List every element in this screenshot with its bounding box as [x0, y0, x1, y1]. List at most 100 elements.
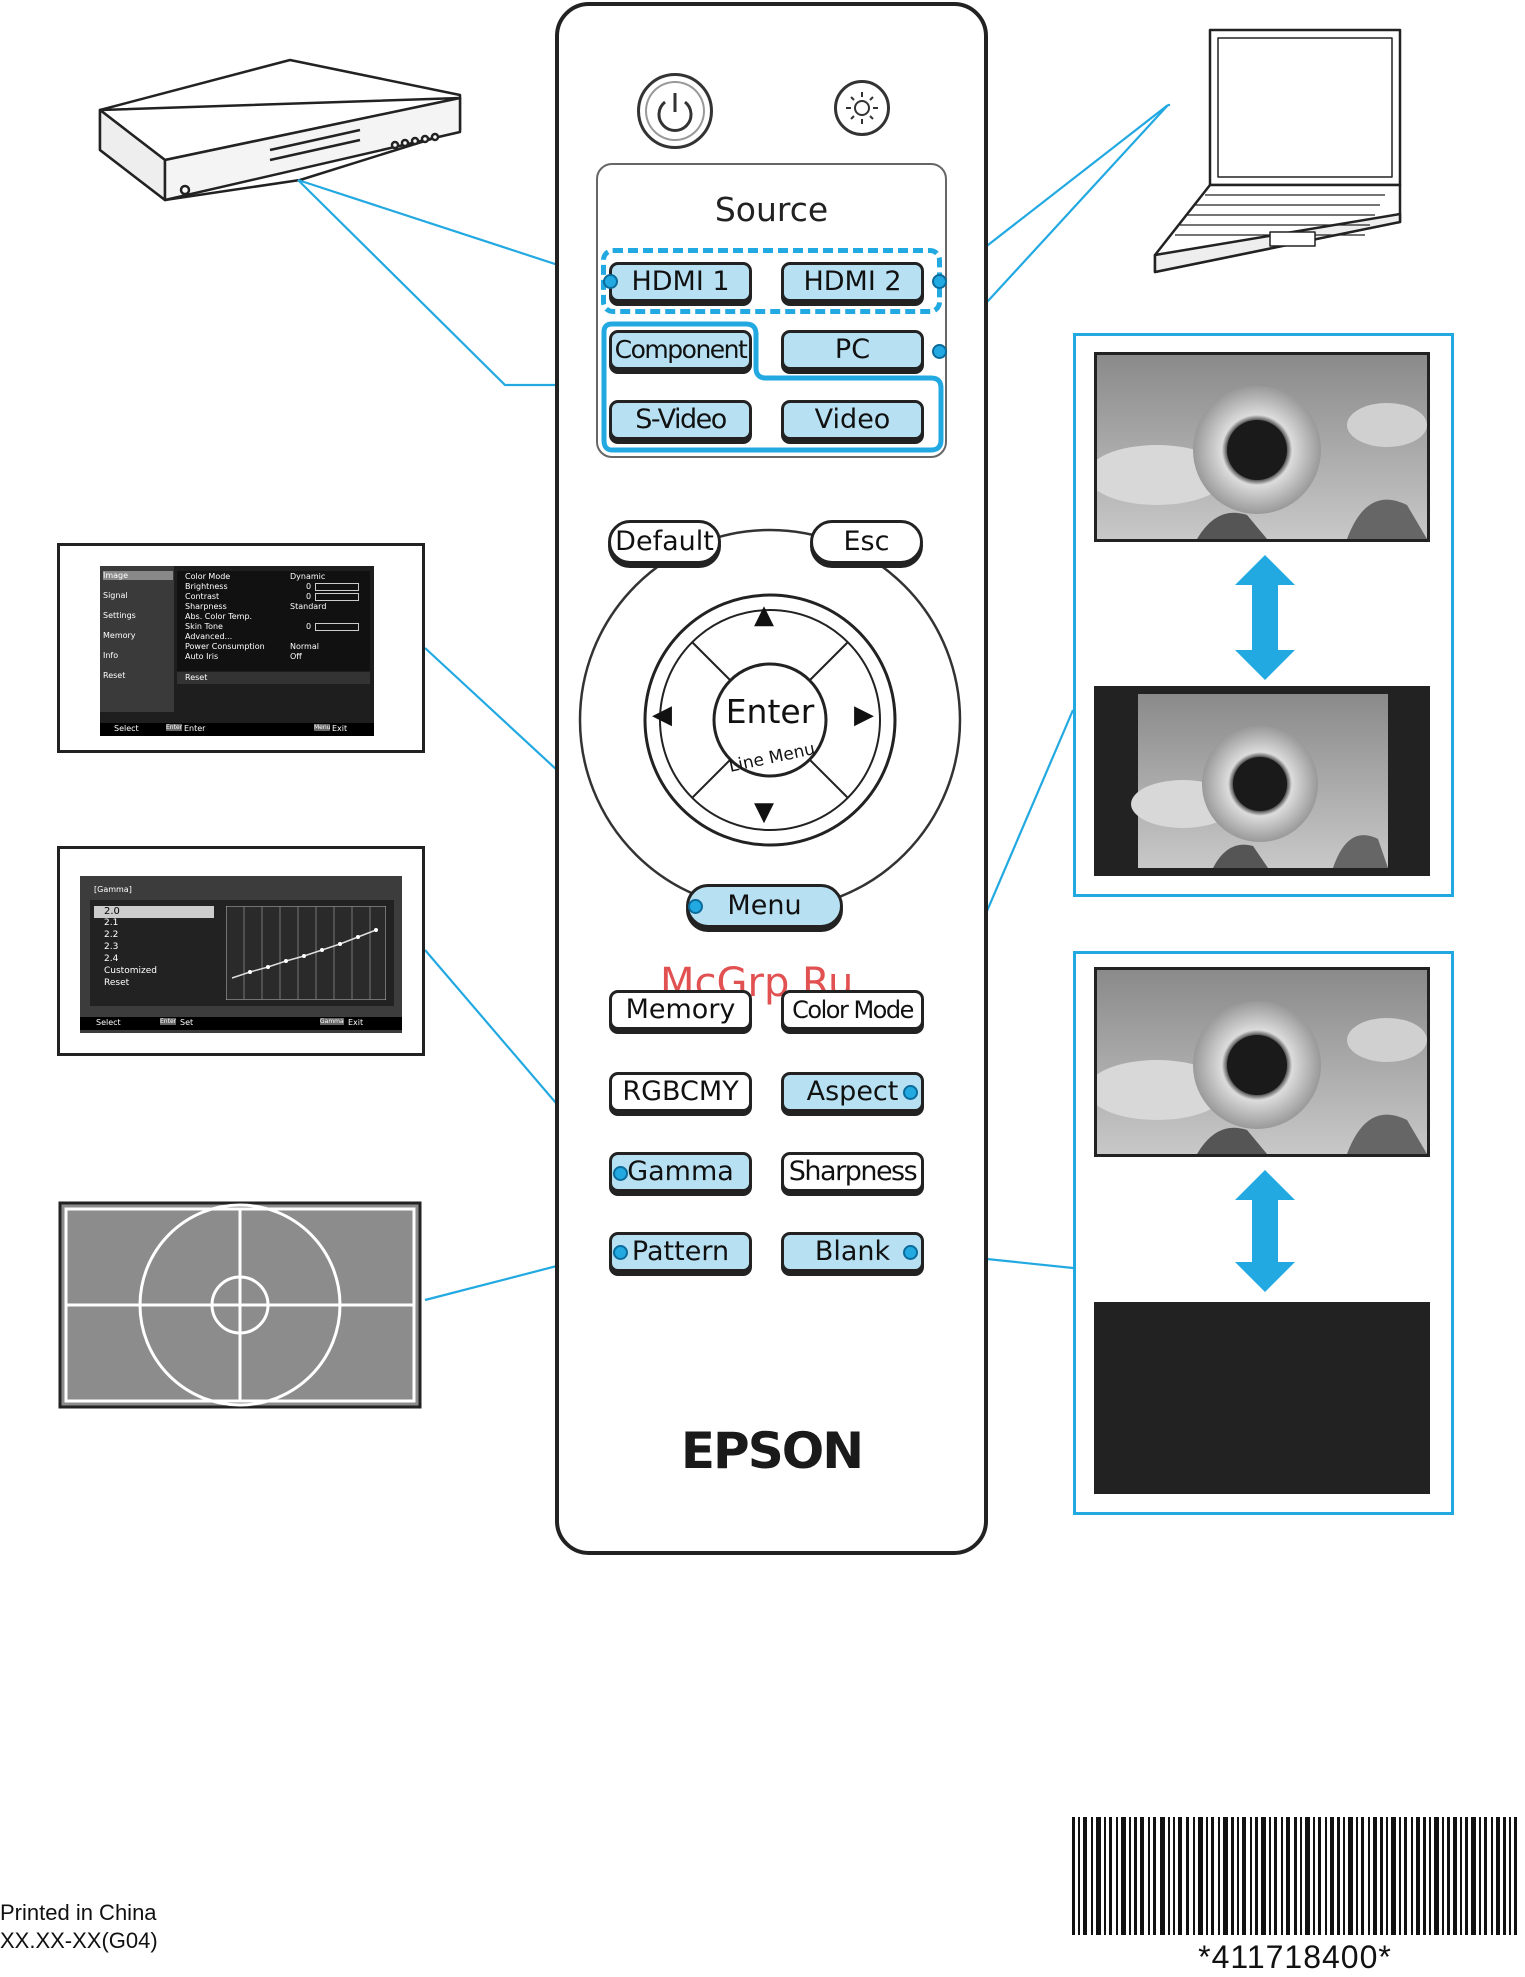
- menu-item-value: 0: [306, 592, 312, 601]
- hdmi2-button[interactable]: HDMI 2: [781, 262, 924, 302]
- right-arrow-button[interactable]: ▶: [854, 700, 874, 730]
- sunflower-image: [1097, 970, 1427, 1154]
- hdmi1-callout-dot: [603, 274, 618, 289]
- footer-enter-key: Enter: [166, 724, 183, 731]
- menu-osd: Image Signal Settings Memory Info Reset …: [100, 566, 374, 736]
- menu-tab[interactable]: Info: [103, 651, 119, 660]
- color-mode-button[interactable]: Color Mode: [781, 990, 924, 1030]
- menu-item-label[interactable]: Power Consumption: [185, 642, 265, 651]
- pc-button[interactable]: PC: [781, 330, 924, 370]
- menu-item-panel: [177, 571, 370, 671]
- hdmi2-callout-dot: [932, 274, 947, 289]
- aspect-callout-dot: [903, 1085, 918, 1100]
- blank-callout-dot: [903, 1245, 918, 1260]
- source-title: Source: [714, 190, 829, 229]
- blank-button[interactable]: Blank: [781, 1232, 924, 1272]
- menu-item-value: Standard: [290, 602, 327, 611]
- reset-item[interactable]: Reset: [185, 673, 208, 682]
- menu-item-label[interactable]: Sharpness: [185, 602, 227, 611]
- blank-screen: [1094, 1302, 1430, 1494]
- footer-select: Select: [114, 724, 139, 733]
- menu-tab[interactable]: Image: [103, 571, 173, 580]
- laptop-icon: [1153, 28, 1402, 274]
- left-arrow-button[interactable]: ◀: [652, 700, 672, 730]
- printed-in-label: Printed in China: [0, 1900, 157, 1925]
- video-player-icon: [98, 58, 462, 202]
- up-arrow-button[interactable]: ▲: [754, 600, 774, 630]
- footer-menu-key: Menu: [314, 724, 331, 731]
- contrast-slider[interactable]: [315, 593, 359, 601]
- barcode-number: *411718400*: [1198, 1939, 1392, 1975]
- brand-logo: EPSON: [680, 1422, 864, 1480]
- hdmi1-button[interactable]: HDMI 1: [609, 262, 752, 302]
- sunflower-photo-letterbox: [1094, 686, 1430, 876]
- memory-button[interactable]: Memory: [609, 990, 752, 1030]
- sharpness-button[interactable]: Sharpness: [781, 1152, 924, 1192]
- menu-item-value: 0: [306, 582, 312, 591]
- component-button[interactable]: Component: [609, 330, 752, 370]
- menu-item-label[interactable]: Auto Iris: [185, 652, 219, 661]
- menu-item-label[interactable]: Color Mode: [185, 572, 231, 581]
- double-arrow-icon: [1235, 555, 1295, 1292]
- gamma-footer-exit: Exit: [348, 1018, 364, 1027]
- blank-example-box: [1073, 951, 1454, 1515]
- gamma-button[interactable]: Gamma: [609, 1152, 752, 1192]
- menu-button[interactable]: Menu: [686, 884, 843, 928]
- gamma-option[interactable]: 2.1: [104, 918, 119, 928]
- test-pattern-image: [58, 1201, 422, 1409]
- menu-callout-dot: [688, 899, 703, 914]
- pattern-button[interactable]: Pattern: [609, 1232, 752, 1272]
- gamma-option[interactable]: 2.2: [104, 930, 119, 940]
- esc-button[interactable]: Esc: [810, 520, 923, 564]
- power-icon: [657, 93, 693, 132]
- power-button[interactable]: [637, 73, 713, 149]
- menu-item-value: 0: [306, 622, 312, 631]
- gamma-title: [Gamma]: [94, 885, 132, 894]
- gamma-osd: [Gamma] 2.0 2.1 2.2 2.3 2.4 Customized R…: [80, 876, 402, 1033]
- gamma-selected-row: [94, 906, 214, 918]
- sunflower-photo-full: [1094, 352, 1430, 542]
- down-arrow-button[interactable]: ▼: [754, 797, 774, 827]
- menu-tab[interactable]: Settings: [103, 611, 136, 620]
- sunflower-photo-normal: [1094, 967, 1430, 1157]
- gamma-footer-gamma-key: Gamma: [320, 1018, 344, 1025]
- reset-row: [177, 672, 370, 684]
- sunflower-image: [1097, 355, 1427, 539]
- video-button[interactable]: Video: [781, 400, 924, 440]
- navigation-ring: [578, 528, 962, 912]
- menu-item-value: Normal: [290, 642, 319, 651]
- s-video-button[interactable]: S-Video: [609, 400, 752, 440]
- brightness-slider[interactable]: [315, 583, 359, 591]
- menu-tab[interactable]: Reset: [103, 671, 126, 680]
- menu-item-label[interactable]: Contrast: [185, 592, 220, 601]
- barcode: [1072, 1817, 1517, 1935]
- pattern-callout-dot: [613, 1245, 628, 1260]
- skin-tone-slider[interactable]: [315, 623, 359, 631]
- gamma-option[interactable]: 2.3: [104, 942, 119, 952]
- gamma-footer-select: Select: [96, 1018, 121, 1027]
- menu-item-label[interactable]: Abs. Color Temp.: [185, 612, 253, 621]
- gamma-option[interactable]: Customized: [104, 966, 157, 976]
- menu-tab[interactable]: Signal: [103, 591, 128, 600]
- pc-callout-dot: [932, 344, 947, 359]
- gamma-footer-set: Set: [180, 1018, 194, 1027]
- gamma-option[interactable]: 2.4: [104, 954, 119, 964]
- menu-item-value: Off: [290, 652, 302, 661]
- menu-item-label[interactable]: Skin Tone: [185, 622, 223, 631]
- light-button[interactable]: [834, 80, 890, 136]
- gamma-option[interactable]: Reset: [104, 978, 130, 988]
- gamma-option[interactable]: 2.0: [104, 906, 120, 917]
- gamma-curve-graph: [226, 906, 386, 1000]
- aspect-button[interactable]: Aspect: [781, 1072, 924, 1112]
- default-button[interactable]: Default: [608, 520, 721, 564]
- menu-item-label[interactable]: Brightness: [185, 582, 228, 591]
- footer-enter: Enter: [184, 724, 206, 733]
- enter-button[interactable]: Enter: [725, 692, 815, 731]
- rgbcmy-button[interactable]: RGBCMY: [609, 1072, 752, 1112]
- document-code: XX.XX-XX(G04): [0, 1928, 158, 1953]
- menu-item-label[interactable]: Advanced...: [185, 632, 233, 641]
- menu-tab[interactable]: Memory: [103, 631, 136, 640]
- light-icon: [846, 92, 878, 124]
- sunflower-image-small: [1097, 689, 1427, 873]
